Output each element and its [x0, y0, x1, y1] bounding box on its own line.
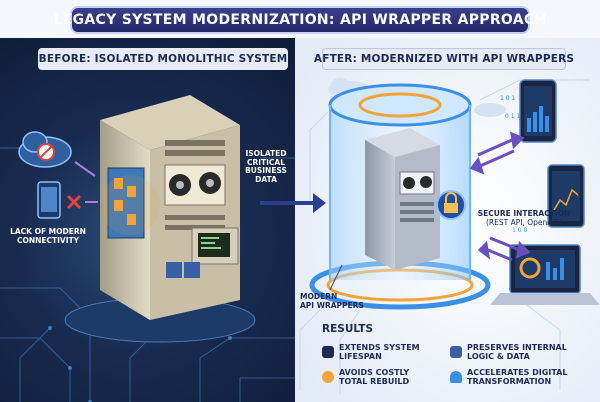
connectivity-icons: [18, 131, 98, 219]
phone-icon: [37, 181, 61, 219]
secure-interaction-label: SECURE INTERACTION (REST API, OpenAPI): [472, 209, 576, 227]
wrapper-label-line: API WRAPPERS: [300, 300, 364, 310]
secure-label-line: SECURE INTERACTION: [477, 209, 571, 218]
wrapper-label-line: MODERN: [300, 292, 338, 301]
svg-text:1 0 0: 1 0 0: [512, 227, 527, 234]
result-line: AVOIDS COSTLY: [339, 368, 410, 377]
result-line: LOGIC & DATA: [467, 352, 530, 362]
secure-label-line: (REST API, OpenAPI): [485, 217, 563, 227]
isolated-data-label: ISOLATED CRITICAL BUSINESS DATA: [236, 149, 296, 185]
page-title: LEGACY SYSTEM MODERNIZATION: API WRAPPER…: [53, 12, 547, 28]
result-item: ACCELERATES DIGITAL TRANSFORMATION: [450, 368, 567, 386]
svg-text:0 1 1: 0 1 1: [505, 113, 520, 120]
isolated-label-line: CRITICAL: [246, 157, 286, 167]
blocked-x-icon: [66, 194, 82, 210]
lock-icon: [436, 190, 466, 220]
before-header-text: BEFORE: ISOLATED MONOLITHIC SYSTEM: [38, 53, 288, 65]
after-header: AFTER: MODERNIZED WITH API WRAPPERS: [314, 48, 574, 70]
api-wrapper-label: MODERN API WRAPPERS: [300, 292, 364, 310]
laptop-icon: [490, 244, 600, 305]
result-line: LIFESPAN: [339, 352, 382, 362]
blocked-arrow-icon: [74, 161, 98, 203]
after-header-text: AFTER: MODERNIZED WITH API WRAPPERS: [313, 53, 575, 65]
legacy-server-illustration: [64, 95, 256, 343]
left-circuit-graphic: [0, 147, 295, 402]
svg-text:1 0 1: 1 0 1: [500, 95, 515, 102]
before-header: BEFORE: ISOLATED MONOLITHIC SYSTEM: [38, 48, 288, 70]
database-icon: [450, 346, 462, 359]
coin-icon: [322, 371, 334, 384]
result-line: PRESERVES INTERNAL: [467, 343, 567, 352]
title-banner: LEGACY SYSTEM MODERNIZATION: API WRAPPER…: [54, 6, 546, 34]
connectivity-label-line: CONNECTIVITY: [16, 235, 80, 245]
connectivity-label: LACK OF MODERN CONNECTIVITY: [2, 227, 94, 245]
rocket-icon: [450, 371, 462, 384]
connectivity-label-line: LACK OF MODERN: [10, 227, 86, 236]
no-signal-icon: [37, 143, 55, 161]
check-icon: [322, 346, 334, 359]
results-heading: RESULTS: [322, 323, 374, 335]
result-item: PRESERVES INTERNAL LOGIC & DATA: [450, 343, 567, 361]
data-flow-arrows: [469, 131, 531, 262]
result-line: ACCELERATES DIGITAL: [467, 368, 568, 377]
isolated-label-line: DATA: [255, 174, 277, 184]
isolated-label-line: ISOLATED: [245, 149, 287, 158]
transition-arrow-icon: [260, 193, 326, 213]
result-item: EXTENDS SYSTEM LIFESPAN: [322, 343, 420, 361]
result-line: TRANSFORMATION: [467, 377, 552, 387]
result-item: AVOIDS COSTLY TOTAL REBUILD: [322, 368, 409, 386]
isolated-label-line: BUSINESS: [245, 166, 287, 176]
tablet-icon: [547, 164, 585, 228]
smartphone-icon: [519, 79, 557, 143]
result-line: EXTENDS SYSTEM: [339, 343, 420, 352]
result-line: TOTAL REBUILD: [339, 377, 410, 387]
